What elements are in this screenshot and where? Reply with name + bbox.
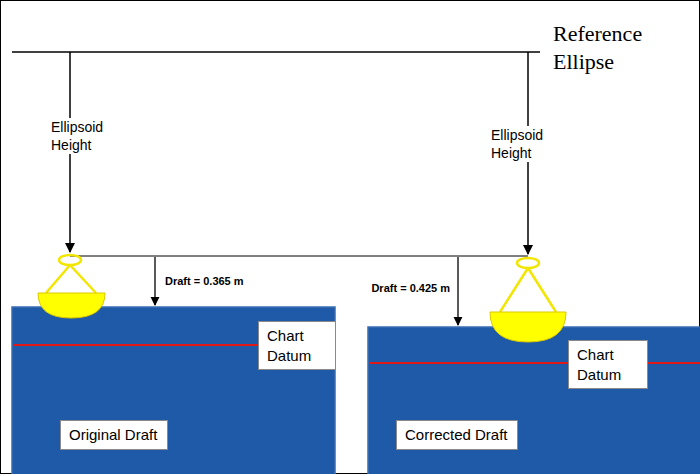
height-label: Ellipsoid Height <box>49 118 133 154</box>
buoy <box>490 258 566 342</box>
box-text: Chart Datum <box>267 326 327 365</box>
box-text: Chart Datum <box>577 345 639 384</box>
chart-datum-line <box>369 362 700 364</box>
water-corrected <box>368 327 700 474</box>
height-label: Ellipsoid Height <box>489 126 573 162</box>
dimension-label: Draft = 0.365 m <box>163 274 246 288</box>
text-box: Original Draft <box>60 420 168 450</box>
box-text: Corrected Draft <box>405 425 509 445</box>
reference-label: Reference Ellipse <box>553 20 678 75</box>
text-box: Chart Datum <box>568 340 648 389</box>
text-box: Chart Datum <box>258 321 336 370</box>
dimension-label: Draft = 0.425 m <box>369 281 452 295</box>
reference-line <box>12 51 540 53</box>
draft-arrow <box>154 257 155 305</box>
level-line <box>70 256 528 257</box>
water-original <box>12 307 335 474</box>
text-box: Corrected Draft <box>396 420 518 450</box>
box-text: Original Draft <box>69 425 159 445</box>
buoy <box>38 255 105 318</box>
draft-arrow <box>457 257 458 325</box>
